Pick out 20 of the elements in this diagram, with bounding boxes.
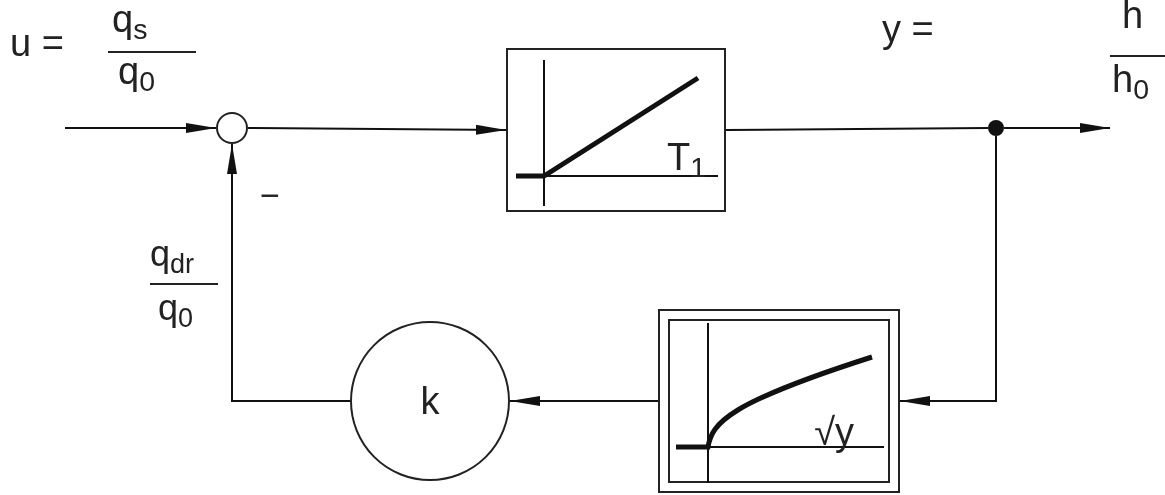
- signal-arrow: [64, 123, 217, 133]
- summing-junction: [216, 112, 248, 144]
- signal-arrow: [509, 396, 659, 406]
- signal-label: q$_{s}$: [112, 0, 148, 38]
- signal-arrow: [247, 124, 507, 135]
- signal-arrow: [1003, 123, 1111, 133]
- signal-label: q$_{0}$: [158, 290, 194, 326]
- signal-label: u =: [10, 24, 64, 62]
- signal-label: h: [1122, 0, 1144, 34]
- gain-label: k: [420, 382, 440, 420]
- block-label: T$_{1}$: [666, 138, 706, 176]
- signal-label: y =: [882, 10, 934, 48]
- block-label: √y: [814, 413, 854, 451]
- signal-label: q$_{0}$: [118, 52, 155, 90]
- signal-arrow: [899, 135, 997, 406]
- signal-label: −: [260, 178, 280, 212]
- signal-label: q$_{dr}$: [150, 236, 195, 272]
- signal-arrow: [227, 143, 351, 402]
- branch-point: [988, 120, 1004, 136]
- signal-label: h$_{0}$: [1112, 60, 1149, 98]
